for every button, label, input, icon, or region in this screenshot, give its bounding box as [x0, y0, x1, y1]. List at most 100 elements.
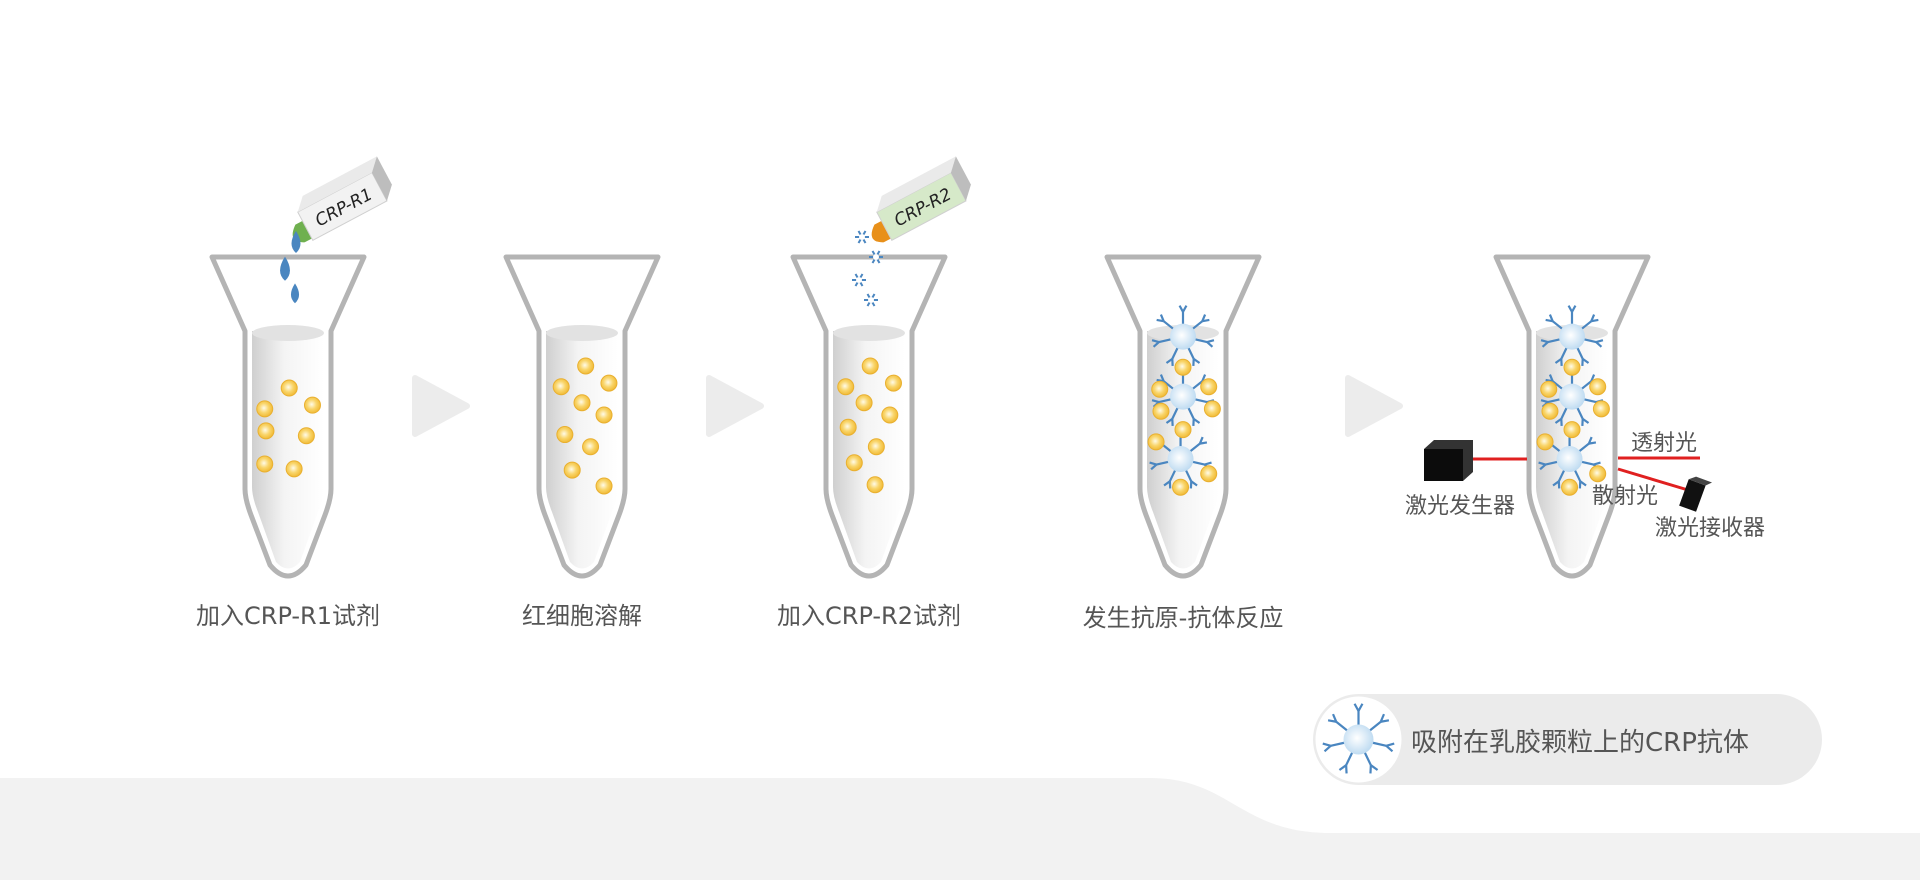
- particle: [855, 394, 873, 412]
- antibody-arm: [1380, 719, 1390, 723]
- reagent-drop-icon: [290, 283, 300, 304]
- step-label-3: 加入CRP-R2试剂: [777, 602, 961, 630]
- latex-bead: [1167, 446, 1194, 473]
- latex-bead: [1559, 383, 1585, 410]
- antibody-stem: [1557, 469, 1566, 482]
- antibody-stem: [1583, 338, 1597, 344]
- step-label-1: 加入CRP-R1试剂: [196, 602, 380, 630]
- receiver-top: [1688, 476, 1713, 486]
- particle: [1541, 402, 1559, 420]
- particle: [1174, 421, 1192, 439]
- antibody-arm: [1323, 745, 1332, 753]
- reagent-drop-icon: [291, 231, 301, 253]
- latex-flake-icon: [852, 273, 866, 287]
- particle: [595, 406, 613, 424]
- antibody-arm: [1163, 480, 1171, 487]
- antibody-stem: [1580, 380, 1592, 391]
- antibody-coated-particle: [1322, 703, 1395, 774]
- particle: [1540, 380, 1558, 398]
- antibody-stem: [1576, 346, 1584, 360]
- legend-text: 吸附在乳胶颗粒上的CRP抗体: [1411, 728, 1749, 758]
- antibody-stem: [1552, 380, 1564, 391]
- antibody-arm: [1353, 703, 1360, 712]
- particle: [845, 454, 863, 472]
- tube-step-2: [503, 254, 661, 579]
- antibody-stem: [1547, 398, 1561, 404]
- antibody-arm: [1327, 719, 1337, 723]
- antibody-arm: [1370, 764, 1379, 771]
- antibody-stem: [1552, 320, 1564, 331]
- background-band: [0, 778, 1920, 880]
- step-arrow-icon: [412, 375, 470, 437]
- antibody-stem: [1194, 338, 1208, 344]
- antibody-stem: [1189, 442, 1201, 453]
- antibody-arm: [1165, 357, 1173, 364]
- antibody-stem: [1345, 751, 1354, 766]
- antibody-arm: [1385, 742, 1395, 747]
- flake-core: [873, 254, 879, 260]
- particle: [256, 455, 274, 473]
- particle: [303, 396, 321, 414]
- antibody-stem: [1547, 338, 1561, 344]
- latex-flake-icon: [869, 250, 883, 264]
- particle: [563, 461, 581, 479]
- antibody-arm: [1588, 441, 1597, 445]
- antibody-stem: [1158, 338, 1172, 344]
- antibody-stem: [1368, 720, 1382, 732]
- antibody-arm: [1151, 399, 1160, 404]
- reagent-drop-icon: [280, 256, 290, 281]
- step-arrow-icon: [1345, 375, 1403, 437]
- particle: [1589, 465, 1607, 483]
- antibody-stem: [1330, 741, 1346, 747]
- particle: [600, 374, 618, 392]
- antibody-arm: [1322, 742, 1332, 747]
- latex-bead: [1170, 383, 1196, 410]
- particle: [1563, 421, 1581, 439]
- antibody-stem: [1363, 751, 1372, 766]
- particle: [1200, 465, 1218, 483]
- antibody-stem: [1184, 469, 1193, 482]
- antibody-stem: [1194, 398, 1208, 404]
- antibody-arm: [1199, 441, 1208, 445]
- bottle-side: [371, 156, 392, 201]
- antibody-stem: [1583, 398, 1597, 404]
- antibody-arm: [1540, 339, 1549, 344]
- tube-opening: [252, 325, 324, 341]
- antibody-stem: [1171, 346, 1179, 360]
- antibody-arm: [1338, 764, 1347, 771]
- particle: [1592, 400, 1610, 418]
- flake-core: [859, 234, 865, 240]
- reagent-bottle-r1: CRP-R1: [292, 156, 392, 243]
- particle: [1203, 400, 1221, 418]
- particle: [1151, 380, 1169, 398]
- transmitted-light-label: 透射光: [1630, 431, 1698, 456]
- antibody-stem: [1163, 380, 1175, 391]
- antibody-coated-particle: [1538, 427, 1601, 489]
- latex-flake-icon: [855, 230, 869, 244]
- particle: [884, 374, 902, 392]
- antibody-arm: [1591, 318, 1599, 323]
- antibody-arm: [1159, 374, 1165, 382]
- antibody-arm: [1151, 339, 1160, 344]
- particle: [552, 378, 570, 396]
- bottle-cap: [871, 219, 893, 243]
- latex-bead: [1170, 323, 1196, 350]
- particle: [1147, 433, 1165, 451]
- antibody-stem: [1576, 406, 1584, 420]
- particle: [1563, 358, 1581, 376]
- antibody-arm: [1182, 305, 1188, 313]
- tube-outline: [503, 254, 661, 579]
- particle: [280, 379, 298, 397]
- antibody-stem: [1580, 460, 1594, 466]
- particle: [1589, 378, 1607, 396]
- flake-core: [856, 277, 862, 283]
- particle: [1174, 358, 1192, 376]
- antibody-stem: [1573, 469, 1582, 482]
- particle: [595, 477, 613, 495]
- antibody-arm: [1332, 713, 1338, 723]
- bottle-top: [297, 156, 377, 213]
- particle: [1200, 378, 1218, 396]
- antibody-stem: [1578, 442, 1590, 453]
- tube-step-4: [1104, 254, 1262, 579]
- antibody-stem: [1168, 469, 1177, 482]
